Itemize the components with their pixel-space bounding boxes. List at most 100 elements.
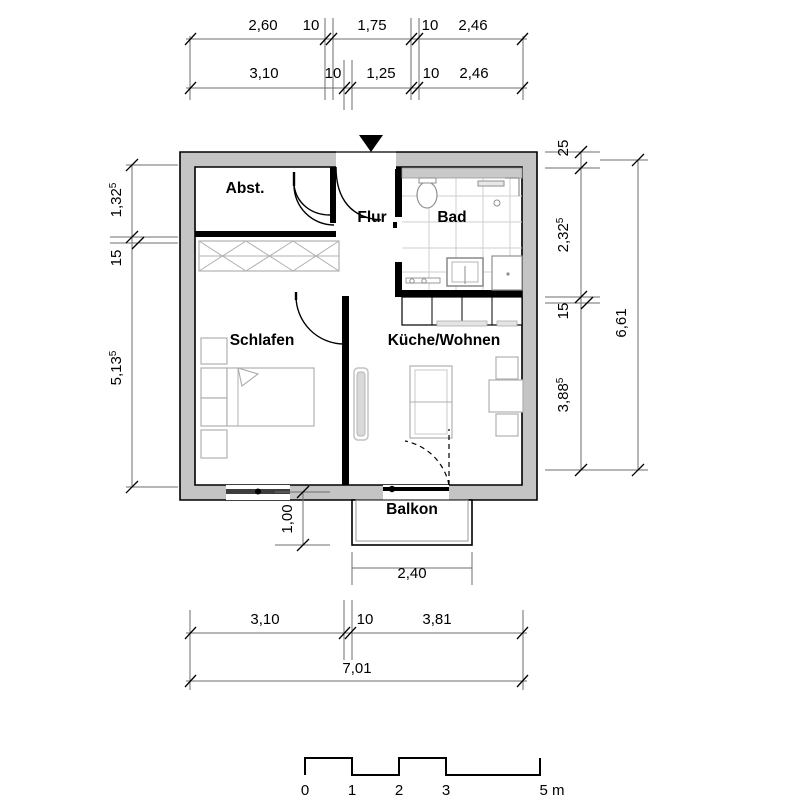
dim-label: 2,60: [248, 17, 277, 34]
dim-sup: 5: [108, 350, 119, 356]
dim-label: 2,40: [397, 565, 426, 582]
interior-wall-abst-right: [330, 167, 336, 215]
bottom-dimension-labels: 3,10 10 3,81 7,01: [250, 611, 451, 677]
room-label-flur: Flur: [357, 209, 386, 226]
dim-label: 10: [325, 65, 342, 82]
living-furniture: [409, 356, 524, 439]
scale-label: 1: [348, 782, 356, 799]
scale-label: 0: [301, 782, 309, 799]
pillow-icon: [237, 367, 260, 388]
dim-label: 2,46: [458, 17, 487, 34]
entrance-arrow-icon: [359, 135, 383, 152]
scale-label: 2: [395, 782, 403, 799]
dim-label: 25: [555, 140, 572, 157]
shelf-icon: [200, 397, 228, 427]
balcony-dimension-labels: 1,00 2,40: [279, 504, 427, 582]
dim-label: 1,32: [108, 188, 125, 217]
interior-wall-bad-bottom: [395, 290, 522, 297]
left-dimension-ticks: [125, 158, 145, 494]
left-dimension-labels: 1,325 15 5,135: [108, 182, 125, 385]
dim-sup: 5: [555, 377, 566, 383]
exterior-wall: [179, 151, 538, 501]
balcony-door-swing: [404, 429, 450, 486]
balcony-door-leaf: [383, 487, 449, 491]
bottom-dimension-lines: [186, 600, 527, 690]
svg-text:6,61: 6,61: [613, 308, 630, 337]
dining-table-icon: [488, 379, 524, 413]
top-dimension-ticks: [184, 32, 529, 95]
svg-text:15: 15: [108, 250, 125, 267]
dim-label: 2,46: [459, 65, 488, 82]
kitchen-hob-icon: [496, 320, 518, 327]
dim-label: 1,25: [366, 65, 395, 82]
kitchen-units: [401, 296, 523, 327]
entrance-opening: [336, 150, 396, 169]
right-dimension-ticks: [574, 145, 645, 477]
kitchen-sink-icon: [436, 320, 488, 327]
nightstand-icon: [200, 337, 228, 365]
dim-sup: 5: [108, 182, 119, 188]
top-dimension-lines: [186, 18, 527, 110]
room-label-kueche: Küche/Wohnen: [388, 332, 501, 349]
scale-label: 5 m: [539, 782, 564, 799]
balcony-dimension-ticks: [296, 485, 310, 552]
interior-wall-schlafen-right: [342, 300, 349, 485]
svg-text:1,325: 1,325: [108, 182, 125, 217]
interior-wall-abst-bottom: [195, 231, 336, 237]
dim-label: 1,00: [279, 504, 296, 533]
svg-text:25: 25: [555, 140, 572, 157]
scale-bar: [304, 757, 541, 776]
room-label-schlafen: Schlafen: [230, 332, 295, 349]
dim-label: 10: [357, 611, 374, 628]
shelf-icon: [200, 367, 228, 399]
chair-icon: [495, 356, 519, 380]
bedroom-furniture: [200, 337, 315, 459]
dim-label: 3,10: [249, 65, 278, 82]
dim-label: 1,75: [357, 17, 386, 34]
bottom-dimension-ticks: [184, 626, 529, 688]
door-leaves: [292, 172, 298, 300]
bathtub-icon: [491, 255, 523, 291]
svg-text:1,00: 1,00: [279, 504, 296, 533]
bathroom-shaft: [401, 167, 523, 179]
building-walls: [179, 150, 538, 501]
right-dimension-lines: [545, 151, 648, 471]
drain-icon: [493, 199, 501, 207]
dim-label: 2,32: [555, 223, 572, 252]
interior-wall-bad-left-upper: [395, 167, 402, 217]
dim-sup: 5: [555, 217, 566, 223]
room-labels: Abst. Flur Bad Schlafen Küche/Wohnen Bal…: [226, 180, 501, 518]
dim-label: 7,01: [342, 660, 371, 677]
room-label-abst: Abst.: [226, 180, 265, 197]
toilet-icon: [416, 181, 438, 209]
dim-label: 3,88: [555, 383, 572, 412]
dim-label: 10: [303, 17, 320, 34]
chair-icon: [495, 413, 519, 437]
balcony-slab: [351, 499, 473, 546]
balcony-railing: [355, 499, 469, 542]
dim-label: 15: [555, 303, 572, 320]
svg-text:15: 15: [555, 303, 572, 320]
right-dimension-labels: 25 2,325 15 3,885 6,61: [555, 140, 630, 413]
nightstand-icon: [200, 429, 228, 459]
top-dimension-labels-row2: 3,10 10 1,25 10 2,46: [249, 65, 488, 82]
room-label-bad: Bad: [437, 209, 466, 226]
scale-label: 3: [442, 782, 450, 799]
door-jamb-bad: [393, 222, 397, 228]
door-jamb-schlafen: [342, 296, 349, 304]
closet-unit: [198, 240, 340, 272]
dim-label: 6,61: [613, 308, 630, 337]
svg-text:5,135: 5,135: [108, 350, 125, 385]
dim-label: 5,13: [108, 356, 125, 385]
radiator-icon: [353, 367, 369, 441]
bottom-openings: [226, 485, 449, 500]
dim-label: 10: [422, 17, 439, 34]
door-swings: [293, 166, 382, 345]
top-dimension-labels-row1: 2,60 10 1,75 10 2,46: [248, 17, 487, 34]
door-jamb-abst: [330, 215, 336, 223]
svg-text:2,325: 2,325: [555, 217, 572, 252]
interior-wall-bad-left-lower: [395, 262, 402, 297]
